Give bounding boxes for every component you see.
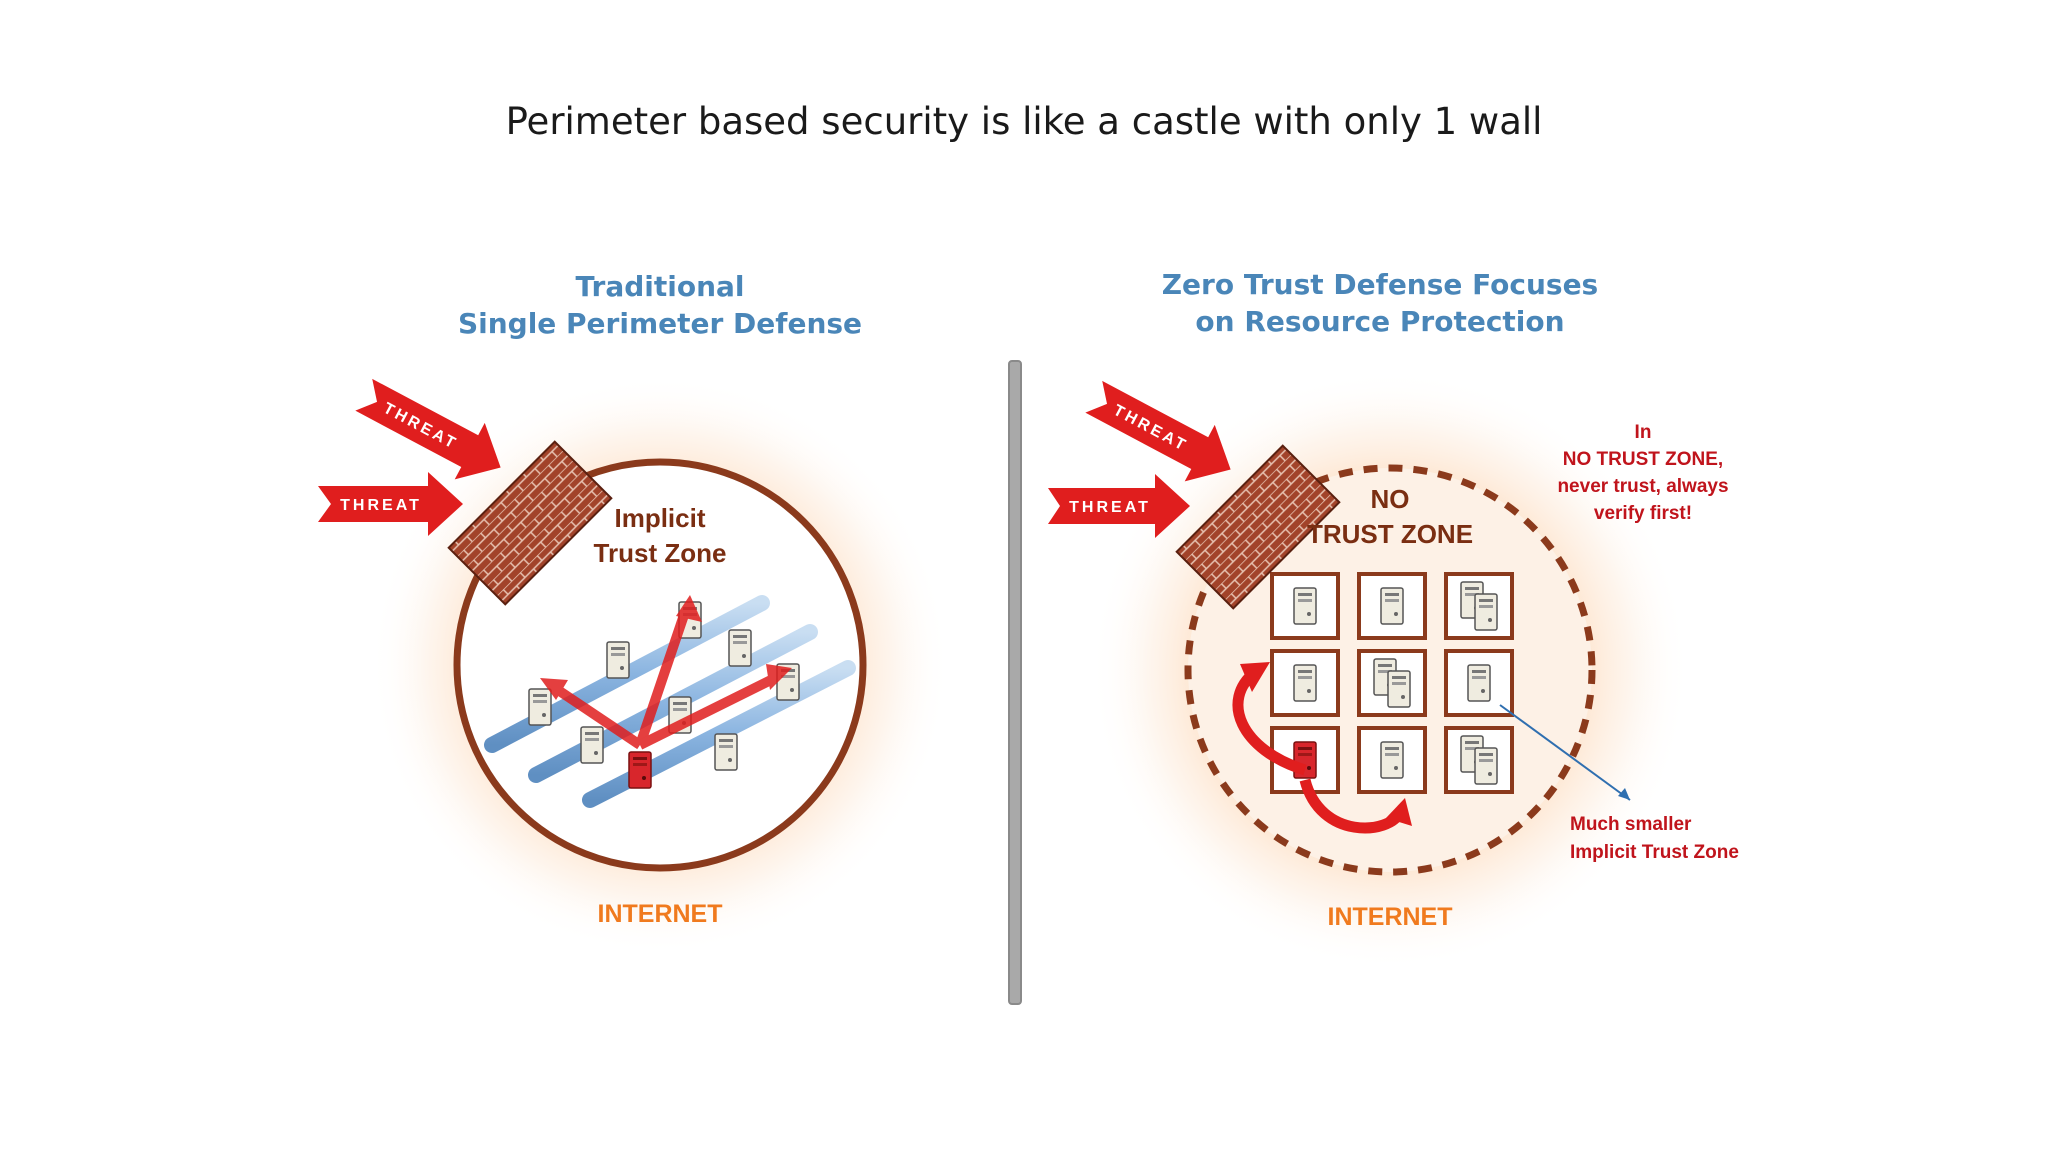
server-icon xyxy=(1474,593,1498,631)
right-zone-label-line2: TRUST ZONE xyxy=(1307,519,1473,549)
threat-arrow-icon xyxy=(552,683,643,750)
right-firewall xyxy=(1175,444,1341,610)
left-lateral-threat-arrows xyxy=(540,595,792,750)
server-icon xyxy=(1380,587,1404,625)
server-icon xyxy=(714,733,738,771)
threat-arrow-icon xyxy=(318,472,463,536)
server-icon xyxy=(728,629,752,667)
left-internet-label: INTERNET xyxy=(598,900,723,928)
threat-arrow-icon xyxy=(1048,474,1190,538)
server-icon xyxy=(1293,664,1317,702)
threat-arrow-icon xyxy=(635,610,690,747)
server-icon xyxy=(1467,664,1491,702)
resource-box xyxy=(1444,572,1514,640)
right-threat-arrow-lower: THREAT xyxy=(1048,474,1190,538)
left-title-line2: Single Perimeter Defense xyxy=(457,307,863,340)
server-icon xyxy=(1380,741,1404,779)
server-icon xyxy=(606,641,630,679)
resource-box xyxy=(1357,726,1427,794)
right-title-line1: Zero Trust Defense Focuses xyxy=(1161,268,1599,301)
note-line4: verify first! xyxy=(1594,503,1692,524)
right-blocked-threat-arrows xyxy=(1232,662,1412,834)
left-threat-arrow-lower: THREAT xyxy=(318,472,463,536)
resource-box xyxy=(1444,649,1514,717)
right-resource-grid xyxy=(1270,572,1514,794)
center-divider xyxy=(1008,360,1022,1005)
server-icon xyxy=(1387,670,1411,708)
left-zone-label-line1: Implicit xyxy=(614,503,705,533)
server-icon xyxy=(580,726,604,764)
left-zone-label-line2: Trust Zone xyxy=(594,538,727,568)
right-callout-label: Much smaller Implicit Trust Zone xyxy=(1570,814,1739,863)
brick-wall-icon xyxy=(1175,444,1341,610)
server-icon xyxy=(528,688,552,726)
left-title-line1: Traditional xyxy=(575,270,745,303)
left-diagram-title: Traditional Single Perimeter Defense xyxy=(410,268,910,342)
threat-label: THREAT xyxy=(1069,499,1151,516)
resource-box xyxy=(1270,649,1340,717)
brick-wall-icon xyxy=(447,440,613,606)
note-line2: NO TRUST ZONE, xyxy=(1563,449,1723,470)
callout-line1: Much smaller xyxy=(1570,814,1692,835)
resource-box xyxy=(1270,572,1340,640)
compromised-server-icon xyxy=(628,751,652,789)
note-line3: never trust, always xyxy=(1557,476,1728,497)
threat-arrow-icon xyxy=(1232,667,1307,776)
threat-arrow-icon xyxy=(355,378,501,480)
note-line1: In xyxy=(1635,422,1652,443)
resource-box xyxy=(1357,572,1427,640)
right-diagram-title: Zero Trust Defense Focuses on Resource P… xyxy=(1130,266,1630,340)
resource-box xyxy=(1444,726,1514,794)
left-diagram: THREAT THREAT Implicit Trust Zone INTERN… xyxy=(318,375,950,955)
right-zero-trust-note: In NO TRUST ZONE, never trust, always ve… xyxy=(1557,422,1728,524)
right-title-line2: on Resource Protection xyxy=(1195,305,1565,338)
left-firewall xyxy=(447,440,613,606)
slide-title: Perimeter based security is like a castl… xyxy=(505,100,1543,143)
right-diagram: THREAT THREAT NO TRUST ZONE In NO TRUST … xyxy=(1048,370,1739,970)
right-zone-label-line1: NO xyxy=(1371,484,1410,514)
callout-line2: Implicit Trust Zone xyxy=(1570,842,1739,863)
server-icon xyxy=(1474,747,1498,785)
callout-pointer xyxy=(1499,704,1631,801)
resource-box xyxy=(1357,649,1427,717)
threat-label: THREAT xyxy=(340,497,422,514)
threat-arrow-icon xyxy=(1085,380,1231,482)
threat-arrow-icon xyxy=(637,673,778,750)
server-icon xyxy=(1293,587,1317,625)
right-internet-label: INTERNET xyxy=(1328,903,1453,931)
